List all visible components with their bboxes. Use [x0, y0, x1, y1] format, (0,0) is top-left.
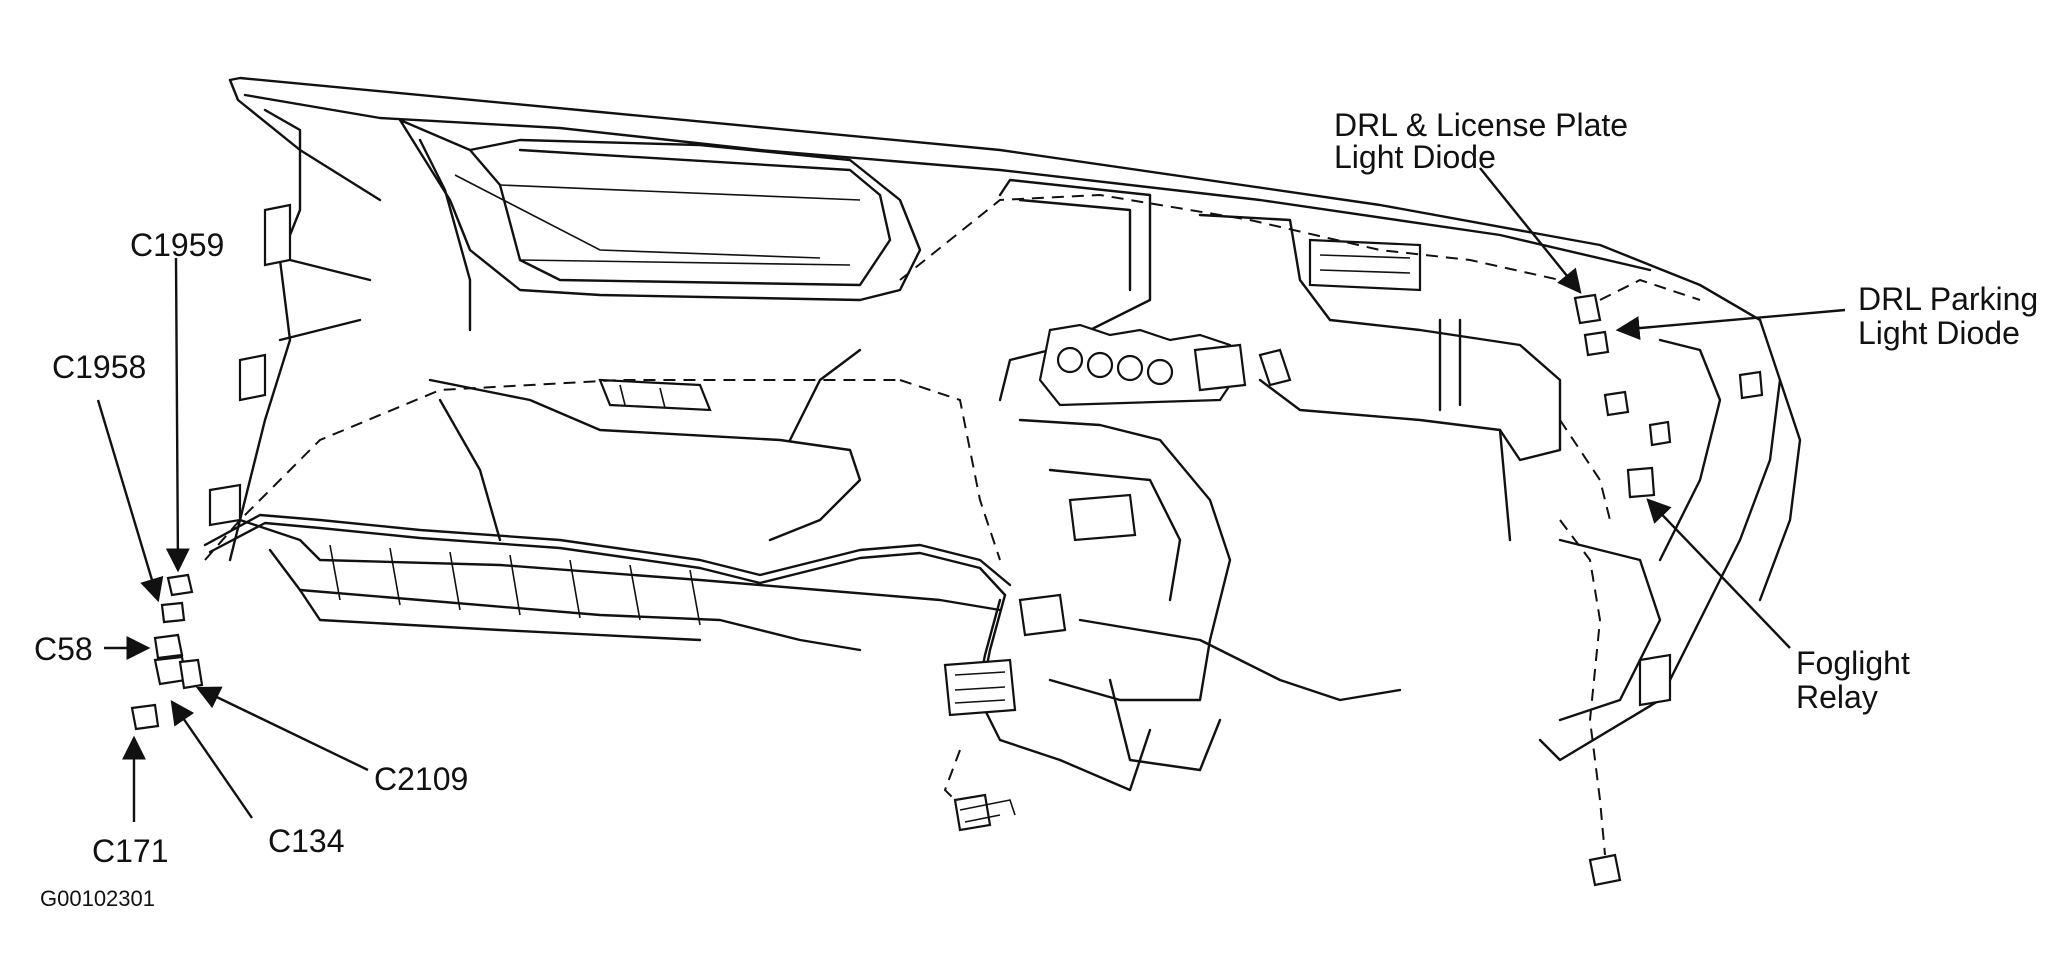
dashboard-illustration [130, 76, 1802, 887]
callout-arrows [96, 167, 1846, 822]
label-c134: C134 [268, 823, 345, 859]
callout-labels: C1959 C1958 C58 C2109 C171 C134 DRL & Li… [34, 107, 2038, 911]
label-c2109: C2109 [374, 761, 468, 797]
diagram-code: G00102301 [40, 886, 155, 911]
label-c1959: C1959 [130, 227, 224, 263]
c1959-arrow [165, 257, 190, 573]
label-drl-parking-line2: Light Diode [1858, 315, 2020, 351]
label-drl-license-line1: DRL & License Plate [1334, 107, 1628, 143]
label-foglight-line2: Relay [1796, 679, 1878, 715]
drl-license-arrow [1479, 167, 1582, 294]
label-c1958: C1958 [52, 349, 146, 385]
label-c171: C171 [92, 833, 169, 869]
label-drl-parking-line1: DRL Parking [1858, 281, 2038, 317]
label-foglight-line1: Foglight [1796, 645, 1910, 681]
label-c58: C58 [34, 631, 93, 667]
drl-parking-arrow [1615, 308, 1846, 341]
foglight-arrow [1646, 498, 1791, 649]
label-drl-license-line2: Light Diode [1334, 139, 1496, 175]
c2109-arrow [195, 686, 369, 772]
c134-arrow [170, 700, 253, 819]
c1958-arrow [96, 399, 164, 603]
